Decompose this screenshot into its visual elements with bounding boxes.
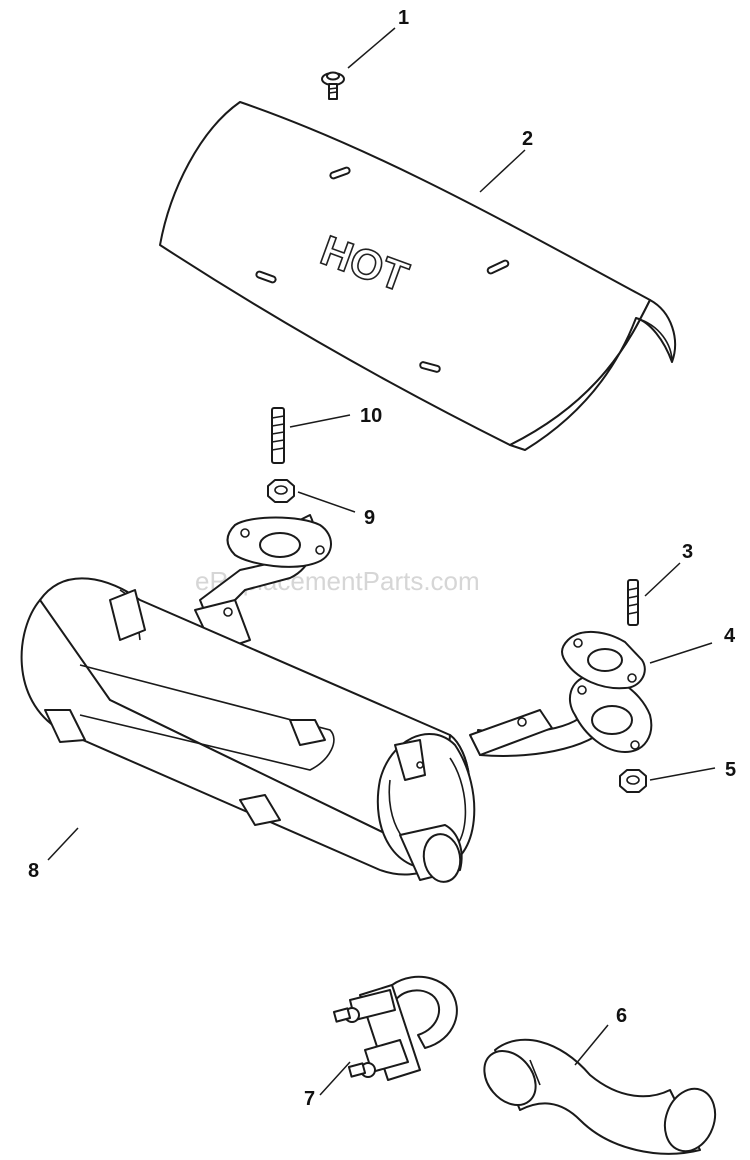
callout-9: 9 (364, 507, 375, 529)
stud-icon[interactable] (627, 579, 639, 626)
callout-1: 1 (398, 7, 409, 29)
callout-10: 10 (360, 405, 382, 427)
heat-shield-icon[interactable]: HOT (159, 101, 676, 451)
callout-8: 8 (28, 860, 39, 882)
stud-icon[interactable] (271, 407, 285, 464)
callout-4: 4 (724, 625, 736, 647)
nut-icon[interactable] (619, 769, 647, 793)
muffler-icon[interactable] (20, 514, 653, 885)
callout-5: 5 (725, 759, 736, 781)
callout-2: 2 (522, 128, 533, 150)
clamp-icon[interactable] (332, 975, 458, 1081)
screw-icon[interactable] (321, 71, 345, 100)
nut-icon[interactable] (267, 479, 295, 503)
tailpipe-icon[interactable] (474, 1038, 724, 1158)
callout-7: 7 (304, 1088, 315, 1110)
callout-6: 6 (616, 1005, 627, 1027)
gasket-icon[interactable] (561, 630, 646, 690)
callout-3: 3 (682, 541, 693, 563)
